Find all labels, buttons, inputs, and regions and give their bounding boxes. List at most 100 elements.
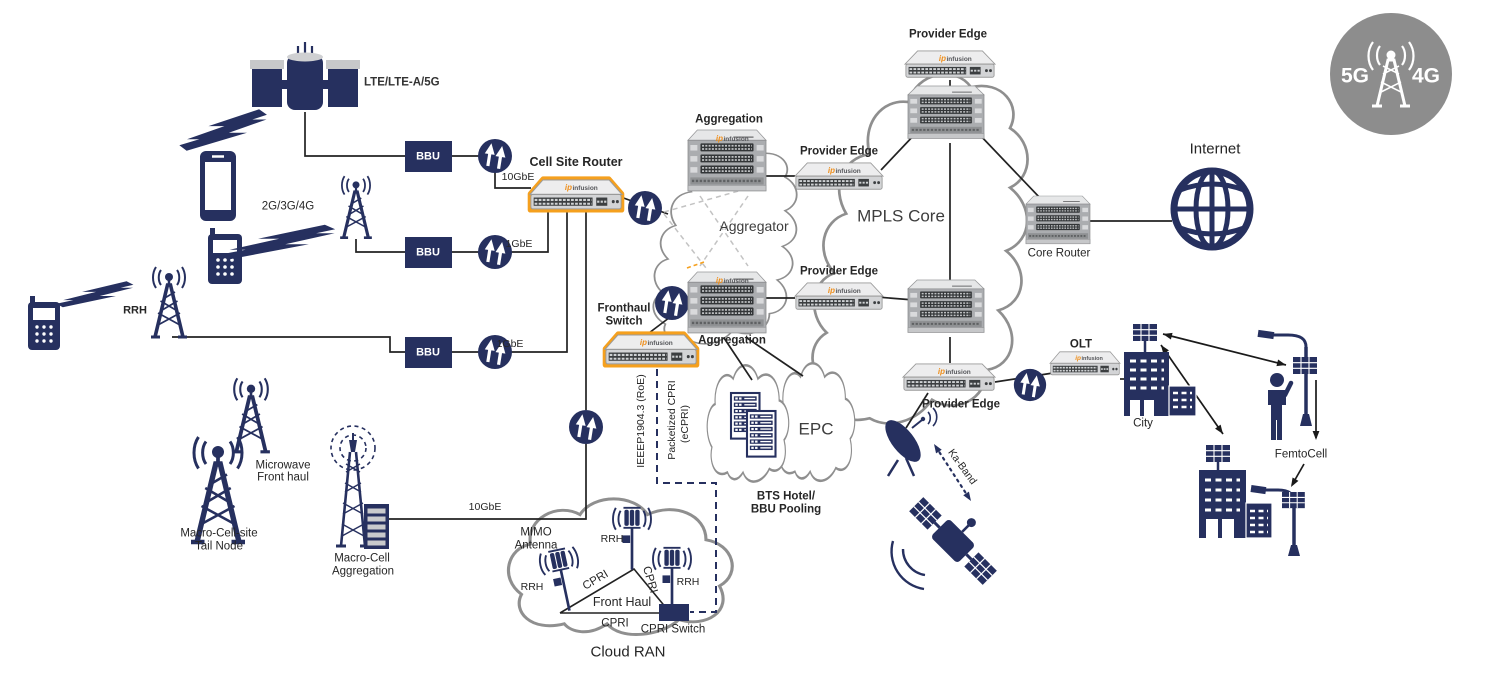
label-city: City xyxy=(1133,417,1153,430)
label-provider-edge-1: Provider Edge xyxy=(800,145,878,158)
label-mpls-core: MPLS Core xyxy=(857,206,945,226)
satellite xyxy=(890,497,997,591)
label-macro-site-1: Macro-Cell-site xyxy=(180,527,258,540)
label-bbu-1: BBU xyxy=(416,150,440,163)
core-router-device xyxy=(1025,195,1091,245)
provider-edge-2-device xyxy=(794,282,884,311)
microwave-link-icon xyxy=(653,284,691,322)
label-internet: Internet xyxy=(1189,140,1241,158)
label-mimo-2: Antenna xyxy=(514,539,558,552)
feature-phone-2 xyxy=(28,296,60,350)
label-microwave-2: Front haul xyxy=(257,471,309,484)
wire-lte-bbu1 xyxy=(304,112,405,157)
label-badge-4g: 4G xyxy=(1411,64,1441,88)
brand-logo: ip xyxy=(1075,355,1081,362)
label-pcpri-1: Packetized CPRI xyxy=(665,380,678,460)
label-2g3g4g: 2G/3G/4G xyxy=(261,200,315,213)
provider-edge-3-device xyxy=(904,49,996,79)
bbu-group xyxy=(405,141,452,368)
wire-tower-bbu2 xyxy=(355,239,405,253)
provider-edge-4-device xyxy=(902,363,996,392)
label-rrh: RRH xyxy=(123,304,147,317)
city-buildings-2 xyxy=(1199,444,1273,539)
p-router-top xyxy=(906,84,986,140)
aggregator-mesh-lines xyxy=(663,189,749,269)
wire-fronthaul-cpriswitch xyxy=(656,369,717,613)
brand-logo: infusion xyxy=(836,288,861,295)
brand-logo: ip xyxy=(565,183,572,192)
label-cloud-ran: Cloud RAN xyxy=(590,643,666,661)
label-bts-hotel-1: BTS Hotel/ xyxy=(756,490,816,503)
microwave-link-icon xyxy=(626,189,664,227)
smartphone xyxy=(200,151,236,221)
lte-antenna-unit xyxy=(250,42,360,110)
rooftop-antenna-panel xyxy=(1132,323,1158,342)
wire-macroagg-mw xyxy=(389,444,587,520)
brand-logo: ip xyxy=(716,134,723,143)
streetlight-femtocell-1 xyxy=(1257,329,1318,426)
bolt-icon xyxy=(183,112,263,148)
tower-2g3g4g xyxy=(338,174,374,240)
microwave-link-icon xyxy=(567,408,605,446)
microwave-link-icon xyxy=(476,137,514,175)
label-badge-5g: 5G xyxy=(1340,64,1370,88)
label-mimo-1: MIMO xyxy=(520,526,552,539)
femtocell-panel xyxy=(1281,491,1306,509)
brand-logo: ip xyxy=(828,166,835,175)
tower-macro-a xyxy=(230,376,272,454)
label-1gbe-a: 1GbE xyxy=(505,237,533,250)
label-cpri-switch: CPRI Switch xyxy=(640,623,706,636)
label-bbu-2: BBU xyxy=(416,246,440,259)
label-rrh-top: RRH xyxy=(600,532,624,545)
label-lte: LTE/LTE-A/5G xyxy=(364,76,440,89)
provider-edge-1-device xyxy=(794,162,884,191)
brand-logo: infusion xyxy=(947,56,972,63)
label-femtocell: FemtoCell xyxy=(1274,448,1328,461)
macro-aggregation-server xyxy=(364,504,389,549)
wire-p1-core xyxy=(977,132,1042,200)
aggregator-mesh-orange xyxy=(686,261,705,269)
wire-bbu3-csr xyxy=(452,212,568,353)
wire-pe4-dish xyxy=(905,392,929,429)
bbu-box-3 xyxy=(405,337,452,368)
brand-logo: infusion xyxy=(1082,356,1104,362)
bbu-pool-rack xyxy=(747,411,776,457)
tower-rrh xyxy=(149,265,189,339)
bbu-box-2 xyxy=(405,237,452,268)
label-microwave-1: Microwave xyxy=(255,459,311,472)
label-10gbe: 10GbE xyxy=(501,170,535,183)
wire-agg2-bts xyxy=(723,337,753,381)
fronthaul-switch-device xyxy=(605,334,697,365)
label-macro-site-2: Tail Node xyxy=(195,540,243,553)
brand-logo: ip xyxy=(939,54,946,63)
label-bts-hotel-2: BBU Pooling xyxy=(750,503,822,516)
bolt-icon xyxy=(60,283,130,306)
label-provider-edge-3: Provider Edge xyxy=(909,28,987,41)
brand-logo: infusion xyxy=(573,185,598,192)
satellite-dish xyxy=(885,407,938,477)
label-aggregation-bottom: Aggregation xyxy=(698,334,766,347)
wire-pe1-p1 xyxy=(880,132,917,171)
brand-logo: infusion xyxy=(946,369,971,376)
brand-logo: infusion xyxy=(724,136,749,143)
brand-logo: ip xyxy=(938,367,945,376)
wire-agg2-epc xyxy=(746,337,804,377)
brand-logo: ip xyxy=(640,338,647,347)
label-10gbe-macro: 10GbE xyxy=(468,500,502,513)
person xyxy=(1268,373,1294,440)
brand-logo: ip xyxy=(828,286,835,295)
cpri-switch-box xyxy=(659,604,689,621)
label-cpri-bottom: CPRI xyxy=(601,617,629,630)
p-router-mid xyxy=(906,278,986,334)
microwave-link-icon xyxy=(1012,367,1048,403)
label-provider-edge-4: Provider Edge xyxy=(922,398,1000,411)
label-core-router: Core Router xyxy=(1027,247,1091,260)
satellite-signal-arcs xyxy=(890,540,926,591)
label-aggregation-top: Aggregation xyxy=(695,113,763,126)
label-fronthaul-2: Switch xyxy=(605,315,643,328)
label-olt: OLT xyxy=(1069,338,1093,351)
label-fronthaul-1: Fronthaul xyxy=(597,302,651,315)
label-bbu-3: BBU xyxy=(416,346,440,359)
